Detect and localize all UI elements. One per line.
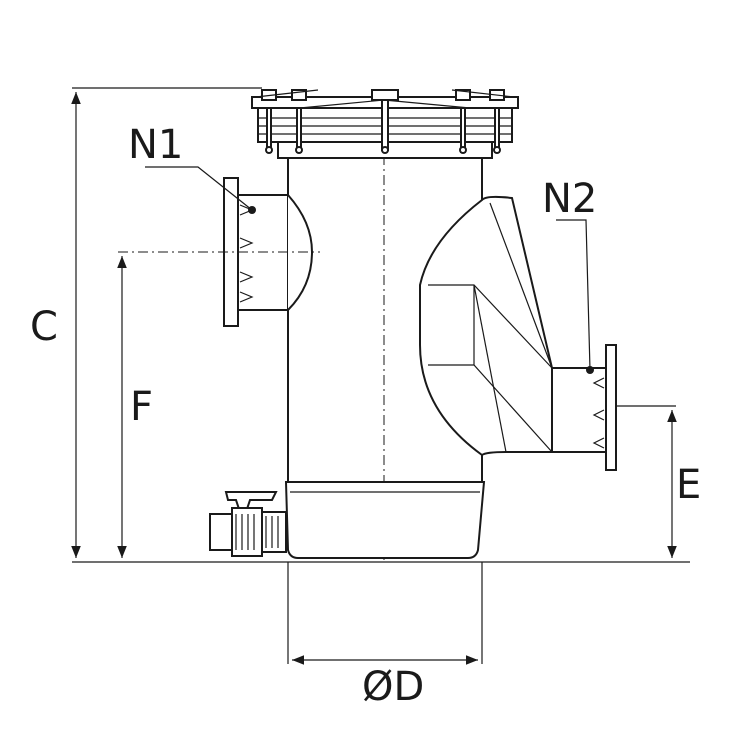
label-n1: N1: [128, 122, 183, 168]
top-cover: [251, 89, 519, 159]
outlet-nozzle-n2: [419, 195, 617, 471]
label-n2: N2: [542, 176, 597, 222]
n1-leader-line: [145, 166, 253, 211]
dimension-lines: [71, 87, 690, 665]
label-e: E: [676, 462, 701, 508]
drain-ball-valve: [209, 491, 287, 557]
label-f: F: [130, 384, 153, 430]
label-c: C: [30, 304, 58, 350]
bottom-base: [284, 481, 486, 559]
n2-leader-line: [556, 219, 591, 371]
cover-bolt: [291, 89, 307, 154]
label-d: ØD: [362, 664, 424, 710]
cover-bolt: [455, 89, 471, 154]
